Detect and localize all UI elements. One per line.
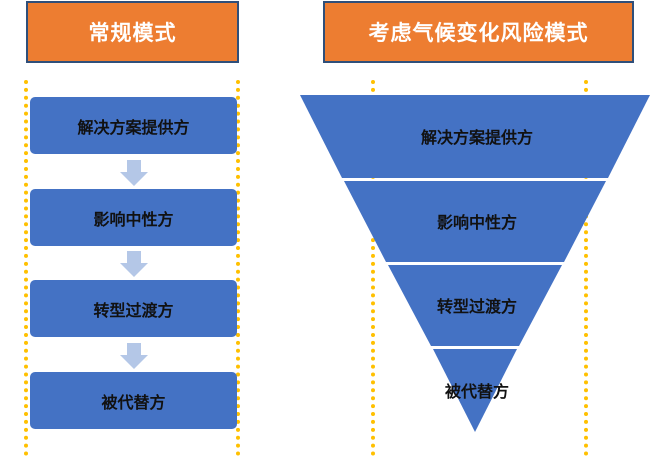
step-box-transition: 转型过渡方: [30, 280, 237, 337]
down-arrow-icon: [120, 160, 148, 186]
down-arrow-icon: [120, 251, 148, 277]
funnel-label-replaced: 被代替方: [444, 382, 509, 401]
funnel-level-1: [300, 95, 650, 178]
right-dotted-line-1: [371, 80, 375, 456]
funnel-level-2: [344, 181, 606, 262]
funnel-level-4: [433, 349, 517, 432]
step-box-replaced: 被代替方: [30, 372, 237, 429]
left-dotted-line-1: [24, 80, 28, 456]
conventional-mode-header: 常规模式: [26, 1, 239, 63]
step-box-solution-provider: 解决方案提供方: [30, 97, 237, 154]
step-box-impact-neutral: 影响中性方: [30, 189, 237, 246]
down-arrow-icon: [120, 343, 148, 369]
funnel-level-3: [388, 265, 562, 346]
right-dotted-line-2: [584, 80, 588, 456]
left-dotted-line-2: [236, 80, 240, 456]
climate-risk-mode-header: 考虑气候变化风险模式: [323, 1, 634, 63]
funnel-label-impact-neutral: 影响中性方: [436, 213, 517, 232]
funnel-label-transition: 转型过渡方: [436, 297, 517, 316]
funnel-label-solution-provider: 解决方案提供方: [420, 128, 533, 147]
